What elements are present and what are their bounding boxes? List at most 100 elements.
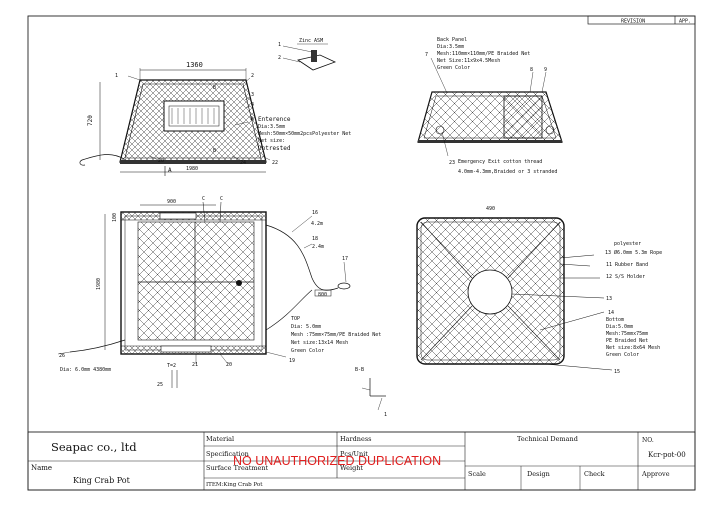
svg-text:Bottom: Bottom <box>606 317 624 323</box>
watermark: NO UNAUTHORIZED DUPLICATION <box>233 454 441 468</box>
label-b-top: B <box>213 85 216 91</box>
svg-text:Net Size:11x9x4.5Mesh: Net Size:11x9x4.5Mesh <box>437 58 500 64</box>
svg-text:Dia:5.0mm: Dia:5.0mm <box>606 324 633 330</box>
svg-text:B-B: B-B <box>355 367 364 373</box>
label-b-bottom: B <box>213 148 216 154</box>
side-view: 1360 720 1980 B B A 1 2 3 4 5 6 20 24 22… <box>79 38 351 176</box>
title-block: Seapac co., ltd Material Hardness Techni… <box>27 431 696 491</box>
app-label: APP. <box>679 19 691 25</box>
check-label: Check <box>584 470 605 478</box>
svg-text:1: 1 <box>278 42 281 48</box>
side-dim-top: 1360 <box>186 61 203 69</box>
technical-demand-label: Technical Demand <box>517 435 578 443</box>
svg-text:PE Braided Net: PE Braided Net <box>606 338 648 344</box>
svg-text:Net size:: Net size: <box>258 138 285 144</box>
entrance-opening <box>163 100 225 132</box>
svg-text:13 Ø6.0mm 5.3m Rope: 13 Ø6.0mm 5.3m Rope <box>605 249 662 256</box>
callout-16: 16 <box>312 210 318 216</box>
scale-label: Scale <box>468 470 486 478</box>
callout-3: 3 <box>251 92 254 98</box>
svg-text:Green Color: Green Color <box>291 348 324 354</box>
polyester-note: polyester 13 Ø6.0mm 5.3m Rope <box>605 241 662 256</box>
callout-22: 22 <box>272 160 278 166</box>
svg-text:Mesh:75mmx75mm: Mesh:75mmx75mm <box>606 331 648 337</box>
svg-text:Net size:13x14 Mesh: Net size:13x14 Mesh <box>291 340 348 346</box>
no-label: NO. <box>642 437 654 444</box>
back-panel-note: Back Panel Dia:3.5mm Mesh:110mm×110mm/PE… <box>437 37 530 71</box>
label-t2: T=2 <box>167 363 176 369</box>
svg-text:Mesh :75mm×75mm/PE Braided Net: Mesh :75mm×75mm/PE Braided Net <box>291 332 381 338</box>
bottom-bait-hole <box>467 269 513 315</box>
svg-text:Back Panel: Back Panel <box>437 37 467 43</box>
svg-text:Dia:3.5mm: Dia:3.5mm <box>258 124 285 130</box>
svg-text:4.0mm-4.3mm,Braided or 3 stran: 4.0mm-4.3mm,Braided or 3 stranded <box>458 169 557 175</box>
surface-treatment-label: Surface Treatment <box>206 464 269 472</box>
callout-23: 23 <box>449 160 455 166</box>
drawing-number: Kcr-pot-00 <box>648 451 686 459</box>
top-dim-left: 100 <box>112 213 118 222</box>
callout-9: 9 <box>544 67 547 73</box>
svg-text:Mesh:110mm×110mm/PE Braided Ne: Mesh:110mm×110mm/PE Braided Net <box>437 51 530 57</box>
callout-15: 15 <box>614 369 620 375</box>
entrance-note: Enterence Dia:3.5mm Mesh:50mm×50mm2pcsPo… <box>258 116 351 152</box>
svg-text:Green Color: Green Color <box>437 65 470 71</box>
top-dim-900: 900 <box>167 199 176 205</box>
back-view: 7 8 9 23 Back Panel Dia:3.5mm Mesh:110mm… <box>417 37 563 175</box>
section-bb: B-B 1 <box>355 367 387 418</box>
callout-17: 17 <box>342 256 348 262</box>
callout-8: 8 <box>530 67 533 73</box>
approve-label: Approve <box>641 470 670 478</box>
svg-text:1: 1 <box>384 412 387 418</box>
company-name: Seapac co., ltd <box>51 440 137 454</box>
item-label: ITEM:King Crab Pot <box>206 482 263 488</box>
callout-20-top: 20 <box>226 362 232 368</box>
callout-1: 1 <box>115 73 118 79</box>
pcs-unit-label: Pcs/Unit <box>340 450 368 458</box>
callout-13: 13 <box>606 296 612 302</box>
label-c-1: C <box>202 196 205 202</box>
top-dim-width: 1980 <box>96 278 102 290</box>
callout-6: 6 <box>251 117 254 123</box>
bottom-view: 490 polyester 13 Ø6.0mm 5.3m Rope 11 Rub… <box>416 206 662 375</box>
callout-4: 4 <box>251 102 254 108</box>
label-c-2: C <box>220 196 223 202</box>
weight-label: Weight <box>340 464 363 472</box>
callout-20: 20 <box>158 158 164 164</box>
svg-text:Untrested: Untrested <box>258 145 291 152</box>
callout-5: 5 <box>250 116 253 122</box>
rope-dim-2-4: 2.4m <box>312 244 324 250</box>
label-a: A <box>168 167 172 174</box>
product-name: King Crab Pot <box>73 476 131 485</box>
svg-text:Dia: 5.0mm: Dia: 5.0mm <box>291 324 321 330</box>
callout-18: 18 <box>312 236 318 242</box>
svg-text:Enterence: Enterence <box>258 116 291 123</box>
svg-text:Emergency Exit cotton thread: Emergency Exit cotton thread <box>458 159 542 165</box>
zinc-asm-detail: Zinc ASM 1 2 <box>278 38 337 71</box>
svg-text:Green Color: Green Color <box>606 352 639 358</box>
rope-note: Dia: 6.0mm 4380mm <box>60 367 111 373</box>
top-panel-note: TOP Dia: 5.0mm Mesh :75mm×75mm/PE Braide… <box>291 316 381 354</box>
callout-14: 14 <box>608 310 614 316</box>
bottom-dim-top: 490 <box>486 206 495 212</box>
rope-dim-4-2: 4.2m <box>311 221 323 227</box>
exit-thread-note: Emergency Exit cotton thread 4.0mm-4.3mm… <box>458 159 557 175</box>
svg-text:Net size:8x64 Mesh: Net size:8x64 Mesh <box>606 345 660 351</box>
svg-text:Mesh:50mm×50mm2pcsPolyester Ne: Mesh:50mm×50mm2pcsPolyester Net <box>258 131 351 137</box>
hardness-label: Hardness <box>340 435 372 443</box>
svg-text:TOP: TOP <box>291 316 300 322</box>
rubber-band-note: 11 Rubber Band <box>606 262 648 268</box>
design-label: Design <box>527 470 550 478</box>
svg-text:Dia:3.5mm: Dia:3.5mm <box>437 44 464 50</box>
callout-7: 7 <box>425 52 428 58</box>
top-view: 900 1980 100 C C 16 4.2m 18 2.4m 17 800 … <box>57 196 381 388</box>
svg-text:Zinc ASM: Zinc ASM <box>299 38 323 44</box>
material-label: Material <box>206 435 234 443</box>
callout-2: 2 <box>251 73 254 79</box>
rope-dim-800: 800 <box>318 292 327 298</box>
callout-21: 21 <box>192 362 198 368</box>
specification-label: Specification <box>206 450 249 458</box>
svg-text:polyester: polyester <box>614 241 641 247</box>
ss-holder-note: 12 S/S Holder <box>606 274 645 280</box>
revision-block: REVISION APP. <box>587 15 696 25</box>
